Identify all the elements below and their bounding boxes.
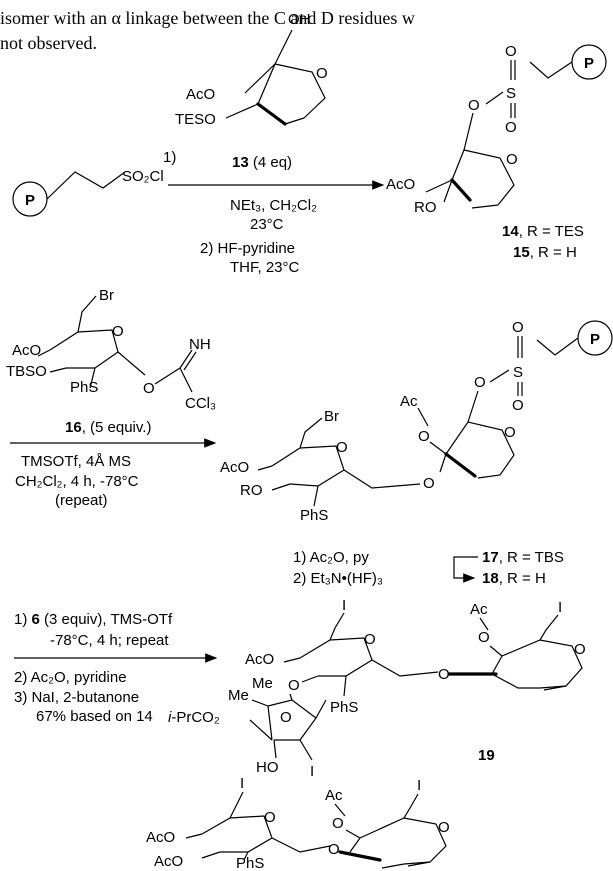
svg-text:O: O <box>468 97 480 114</box>
svg-text:PhS: PhS <box>70 379 98 396</box>
svg-text:Br: Br <box>99 287 114 304</box>
svg-text:O: O <box>506 151 518 168</box>
product-14-15-structure: P S O O O O AcO RO <box>386 43 607 216</box>
svg-text:Ac: Ac <box>470 601 488 618</box>
svg-text:O: O <box>143 380 155 397</box>
substep-2: 2) Et₃N•(HF)₃ <box>293 570 383 587</box>
svg-text:O: O <box>505 43 517 60</box>
svg-text:O: O <box>316 65 328 82</box>
svg-text:P: P <box>584 55 594 72</box>
svg-text:S: S <box>506 85 516 102</box>
reagent-13-label: 13 (4 eq) <box>232 154 292 171</box>
svg-text:O: O <box>364 631 376 648</box>
svg-text:PhS: PhS <box>300 507 328 524</box>
svg-text:O: O <box>438 666 450 683</box>
intro-text-line-1: isomer with an α linkage between the C a… <box>0 8 415 28</box>
svg-text:Br: Br <box>324 408 339 425</box>
svg-text:O: O <box>474 374 486 391</box>
conditions-3-3: 3) NaI, 2-butanone <box>14 689 139 706</box>
svg-text:I: I <box>342 597 346 614</box>
svg-text:AcO: AcO <box>146 829 175 846</box>
svg-text:I: I <box>310 763 314 780</box>
conversion-arrow-17-18 <box>453 556 478 583</box>
svg-text:O: O <box>336 439 348 456</box>
svg-text:P: P <box>590 331 600 348</box>
svg-text:O: O <box>423 475 435 492</box>
label-19: 19 <box>478 747 495 764</box>
svg-text:AcO: AcO <box>220 459 249 476</box>
svg-text:Ac: Ac <box>325 787 343 804</box>
conditions-2-a: TMSOTf, 4Å MS <box>21 453 131 470</box>
svg-text:AcO: AcO <box>154 853 183 870</box>
svg-text:O: O <box>478 629 490 646</box>
svg-text:O: O <box>438 819 450 836</box>
conditions-1a: NEt₃, CH₂Cl₂ <box>230 197 317 214</box>
svg-text:I: I <box>558 599 562 616</box>
svg-text:NH: NH <box>189 336 211 353</box>
conditions-3-1b: -78°C, 4 h; repeat <box>50 632 169 649</box>
svg-text:AcO: AcO <box>186 86 215 103</box>
svg-text:TBSO: TBSO <box>6 363 47 380</box>
svg-text:O: O <box>328 841 340 858</box>
label-18: 18, R = H <box>482 570 546 587</box>
svg-text:I: I <box>417 777 421 794</box>
reagent-13-structure: OH O AcO TESO <box>175 11 328 128</box>
conditions-2b: THF, 23°C <box>230 259 300 276</box>
svg-text:I: I <box>240 775 244 792</box>
svg-text:Ac: Ac <box>400 393 418 410</box>
donor-16-label: 16, (5 equiv.) <box>65 419 151 436</box>
polymer-support-start: P <box>12 181 48 217</box>
conditions-1b: 23°C <box>250 216 284 233</box>
label-15: 15, R = H <box>513 244 577 261</box>
label-14: 14, R = TES <box>502 223 584 240</box>
conditions-2-c: (repeat) <box>55 492 108 509</box>
svg-text:O: O <box>280 709 292 726</box>
svg-text:O: O <box>512 319 524 336</box>
svg-text:O: O <box>332 815 344 832</box>
svg-text:O: O <box>574 641 586 658</box>
conditions-2a: 2) HF-pyridine <box>200 240 295 257</box>
conditions-3-4: 67% based on 14 <box>36 708 153 725</box>
conditions-2-b: CH₂Cl₂, 4 h, -78°C <box>15 473 139 490</box>
svg-text:TESO: TESO <box>175 111 216 128</box>
svg-text:OH: OH <box>288 11 311 28</box>
svg-text:P: P <box>25 192 35 209</box>
conditions-3-2: 2) Ac₂O, pyridine <box>14 669 127 686</box>
product-19-structure: I O AcO O PhS O I Ac O O Me Me O I <box>168 597 586 780</box>
svg-text:AcO: AcO <box>386 176 415 193</box>
svg-text:RO: RO <box>240 482 263 499</box>
substep-1: 1) Ac₂O, py <box>293 549 369 566</box>
svg-text:RO: RO <box>414 199 437 216</box>
conditions-3-1: 1) 6 (3 equiv), TMS-OTf <box>14 611 173 628</box>
svg-text:O: O <box>512 397 524 414</box>
svg-text:O: O <box>504 424 516 441</box>
svg-text:Me: Me <box>252 675 273 692</box>
svg-text:O: O <box>264 809 276 826</box>
svg-text:Me: Me <box>228 687 249 704</box>
label-17: 17, R = TBS <box>482 549 564 566</box>
svg-text:O: O <box>418 428 430 445</box>
product-17-18-structure: P S O O O O O Ac O Br O AcO RO PhS <box>220 319 613 524</box>
svg-text:PhS: PhS <box>236 855 264 871</box>
step-1-number: 1) <box>163 149 176 166</box>
svg-text:HO: HO <box>256 759 279 776</box>
sulfonyl-chloride-label: SO₂Cl <box>122 168 164 185</box>
svg-text:O: O <box>288 677 300 694</box>
compound-20-structure: I O AcO AcO PhS O I Ac O O <box>146 775 450 871</box>
intro-text-line-2: not observed. <box>0 33 97 53</box>
donor-16-structure: Br O AcO TBSO PhS O NH CCl₃ <box>6 287 216 412</box>
svg-text:AcO: AcO <box>12 342 41 359</box>
svg-text:PhS: PhS <box>330 699 358 716</box>
svg-text:AcO: AcO <box>245 651 274 668</box>
svg-text:i-PrCO₂: i-PrCO₂ <box>168 709 220 726</box>
svg-text:O: O <box>505 119 517 136</box>
svg-text:CCl₃: CCl₃ <box>185 395 216 412</box>
svg-text:S: S <box>513 364 523 381</box>
svg-text:O: O <box>112 323 124 340</box>
